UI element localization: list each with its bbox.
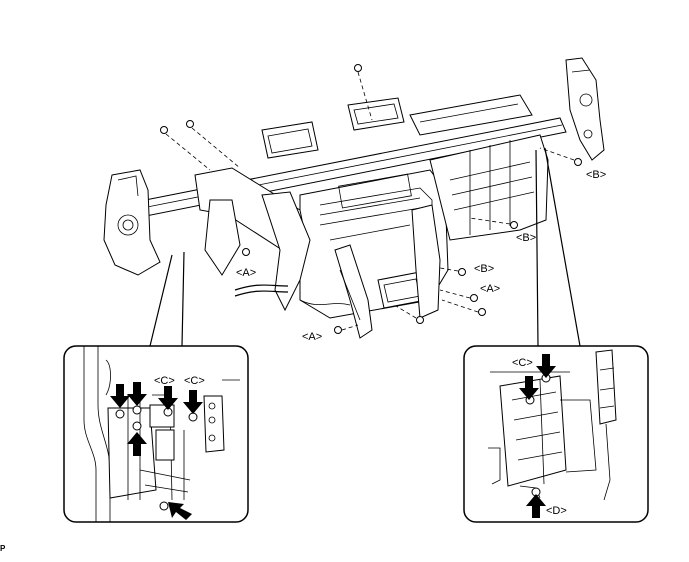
down-arrow [158, 386, 178, 410]
brace-members [194, 167, 441, 339]
down-arrow [127, 382, 147, 406]
wire-harness [234, 284, 351, 306]
callout-b-middle: <B> [516, 232, 536, 244]
callout-c-right: <C> [512, 357, 533, 369]
down-arrow [110, 384, 130, 408]
callout-b-lower: <B> [474, 263, 494, 275]
bolt [186, 120, 241, 169]
down-arrow [519, 376, 539, 400]
leader-right-detail [535, 149, 539, 347]
leader-right-detail [544, 147, 581, 347]
bolt [441, 299, 486, 316]
leader-left-detail [181, 251, 185, 347]
bolts-main [160, 64, 582, 334]
bolt [334, 324, 359, 334]
bolt [439, 267, 466, 276]
bolt [395, 305, 424, 324]
right-detail-panel: <C> <D> [463, 345, 649, 523]
up-arrow [127, 432, 147, 456]
callout-c-left-2: <C> [184, 375, 205, 387]
bolt [354, 64, 373, 121]
callout-b-top-right: <B> [586, 169, 606, 181]
air-ducts [261, 94, 533, 309]
callout-c-left-1: <C> [154, 375, 175, 387]
down-arrow [536, 354, 556, 378]
leader-left-detail [149, 254, 173, 347]
bolt [439, 289, 478, 302]
bolt [469, 217, 518, 229]
left-detail-panel: <C> <C> [63, 345, 249, 523]
bolt [160, 126, 211, 171]
down-arrow [183, 390, 203, 414]
callout-d: <D> [546, 505, 567, 517]
up-arrow [526, 494, 546, 518]
bolt [242, 248, 250, 256]
diagonal-arrow [168, 502, 192, 520]
callout-a-left: <A> [236, 267, 256, 279]
corner-mark: P [0, 544, 6, 553]
callout-a-right: <A> [480, 283, 500, 295]
callout-a-bottom: <A> [302, 331, 322, 343]
